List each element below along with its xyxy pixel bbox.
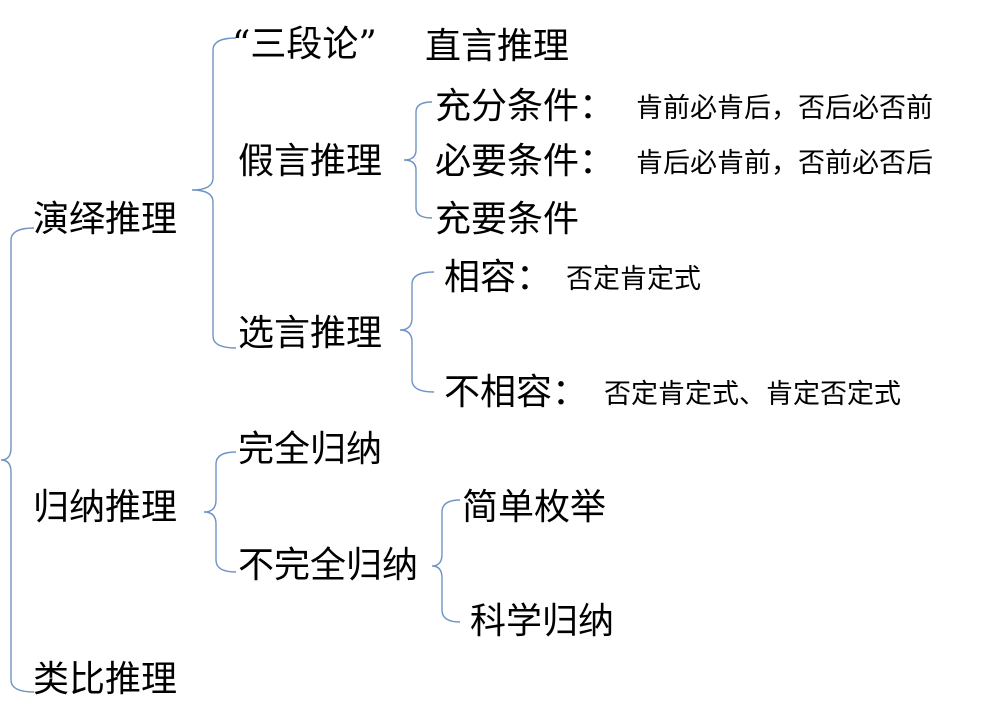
bracket-deductive [191, 37, 237, 349]
node-incompatible: 不相容 [444, 372, 553, 413]
rule-compatible: 否定肯定式 [566, 264, 701, 295]
colon: ： [579, 86, 616, 127]
rule-necessary: 肯后必肯前，否前必否后 [636, 148, 933, 179]
node-necessary-condition: 必要条件 [435, 141, 580, 182]
node-incomplete-induction: 不完全归纳 [238, 545, 419, 586]
node-categorical-reasoning: 直言推理 [425, 26, 570, 67]
rule-sufficient: 肯前必肯后，否后必否前 [636, 93, 933, 124]
bracket-inductive [203, 451, 237, 573]
colon: ： [552, 372, 589, 413]
node-complete-induction: 完全归纳 [238, 429, 383, 470]
node-analogical-reasoning: 类比推理 [33, 659, 178, 700]
bracket-incomplete [431, 499, 461, 623]
rule-incompatible: 否定肯定式、肯定否定式 [604, 379, 901, 410]
colon: ： [579, 141, 616, 182]
node-inductive-reasoning: 归纳推理 [33, 487, 178, 528]
bracket-hypothetical [403, 101, 433, 219]
node-simple-enumeration: 简单枚举 [462, 487, 607, 528]
bracket-disjunctive [399, 271, 435, 393]
node-disjunctive-reasoning: 选言推理 [238, 313, 383, 354]
node-compatible: 相容 [444, 257, 517, 298]
node-sufficient-condition: 充分条件 [435, 86, 580, 127]
node-hypothetical-reasoning: 假言推理 [238, 141, 383, 182]
colon: ： [516, 257, 553, 298]
node-syllogism: “三段论” [232, 24, 377, 65]
node-scientific-induction: 科学归纳 [470, 601, 615, 642]
bracket-root [0, 227, 35, 693]
node-deductive-reasoning: 演绎推理 [33, 199, 178, 240]
node-necessary-sufficient-condition: 充要条件 [435, 199, 580, 240]
